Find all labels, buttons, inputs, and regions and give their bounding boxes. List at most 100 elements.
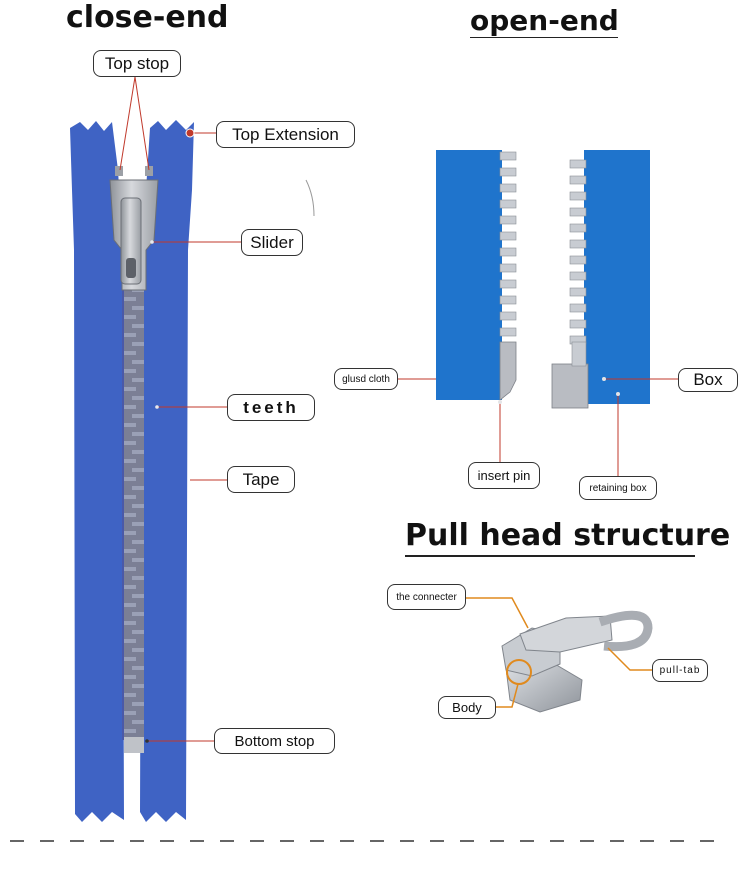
open-tooth-left [499,183,517,193]
tooth [124,585,136,589]
tooth [132,630,144,634]
open-tooth-right [569,239,587,249]
tooth [124,387,136,391]
open-tooth-left [499,199,517,209]
open-tooth-left [499,231,517,241]
open-left-tape [436,150,502,400]
label-top-stop: Top stop [93,50,181,77]
tooth [132,432,144,436]
tooth [132,378,144,382]
tooth [124,315,136,319]
tooth [124,603,136,607]
tooth [132,666,144,670]
open-right-tape [584,150,650,404]
open-tooth-left [499,311,517,321]
insert-pin [499,341,517,401]
tooth [124,351,136,355]
tooth [132,396,144,400]
tooth [132,594,144,598]
tooth [124,513,136,517]
tooth [132,558,144,562]
open-end-heading: open-end [470,4,619,37]
label-connecter: the connecter [387,584,466,610]
label-slider: Slider [241,229,303,256]
open-tooth-right [569,319,587,329]
tooth [124,549,136,553]
open-tooth-left [499,279,517,289]
tooth [124,405,136,409]
pull-head-heading: Pull head structure [405,518,731,553]
tooth [124,729,136,733]
open-tooth-left [499,295,517,305]
label-glued-cloth: glusd cloth [334,368,398,390]
tooth [124,567,136,571]
open-tooth-right [569,207,587,217]
tooth [132,576,144,580]
close-end-zipper [70,76,315,822]
open-tooth-left [499,151,517,161]
left-tape [70,121,124,822]
tooth [124,675,136,679]
tooth [124,333,136,337]
tooth [132,540,144,544]
tooth [124,297,136,301]
retaining-box-shape [551,363,589,409]
pull-head-underline [405,555,695,557]
top-stop-right [145,166,153,176]
tooth [132,450,144,454]
top-stop-left [115,166,123,176]
open-tooth-right [569,175,587,185]
tooth [124,693,136,697]
pull-tab-shape [598,610,653,652]
open-tooth-right [569,255,587,265]
tooth [124,495,136,499]
open-tooth-left [499,215,517,225]
open-tooth-left [499,247,517,257]
open-end-underline [470,37,618,38]
tooth [124,621,136,625]
label-body: Body [438,696,496,719]
tooth [132,684,144,688]
tooth [124,459,136,463]
tooth [132,414,144,418]
close-end-heading: close-end [66,0,229,35]
tooth [132,504,144,508]
tooth [124,423,136,427]
tooth [132,360,144,364]
tooth [132,648,144,652]
tooth [124,441,136,445]
tooth [124,369,136,373]
open-tooth-left [499,327,517,337]
open-tooth-right [569,159,587,169]
open-tooth-left [499,167,517,177]
open-tooth-right [569,271,587,281]
tooth [132,720,144,724]
tooth [124,657,136,661]
tooth [124,477,136,481]
tooth [124,531,136,535]
tooth [132,468,144,472]
tooth [132,306,144,310]
tooth [132,342,144,346]
open-tooth-left [499,263,517,273]
open-tooth-right [569,191,587,201]
tooth [132,522,144,526]
label-teeth: teeth [227,394,315,421]
connecter-shape [519,615,613,653]
label-insert-pin: insert pin [468,462,540,489]
tooth [132,612,144,616]
label-retaining-box: retaining box [579,476,657,500]
right-tape [140,120,194,822]
tooth [132,486,144,490]
label-box: Box [678,368,738,392]
label-bottom-stop: Bottom stop [214,728,335,754]
tooth [132,324,144,328]
tooth [124,639,136,643]
label-top-extension: Top Extension [216,121,355,148]
label-pull-tab: pull-tab [652,659,708,682]
tooth [124,711,136,715]
open-end-zipper [398,150,678,476]
label-tape: Tape [227,466,295,493]
open-tooth-right [569,303,587,313]
